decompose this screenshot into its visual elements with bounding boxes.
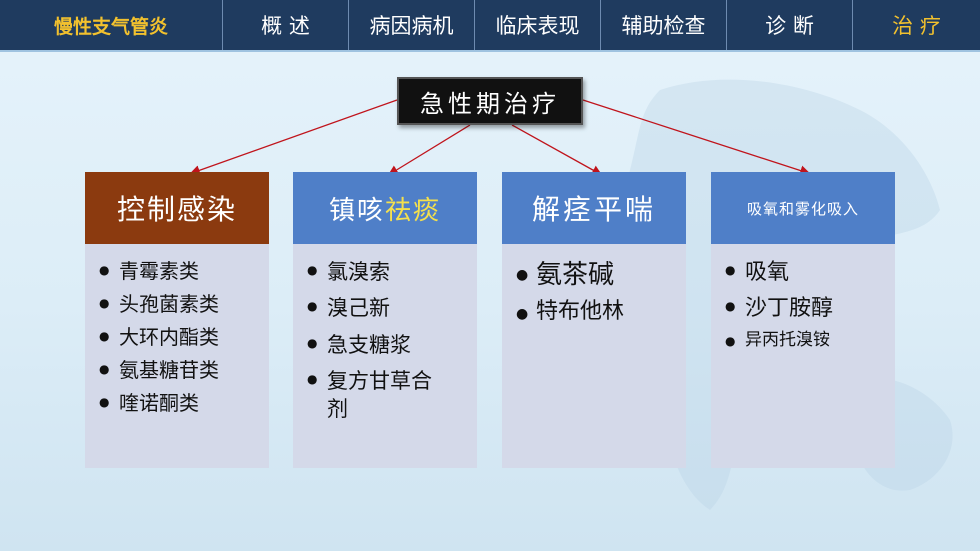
- list-item: 氨基糖苷类: [99, 357, 259, 384]
- list-item: 沙丁胺醇: [725, 294, 885, 324]
- arrow-to-col1: [189, 99, 398, 176]
- list-item: 氨茶碱: [516, 258, 676, 293]
- tab-exams[interactable]: 辅助检查: [600, 0, 726, 50]
- column-body: 氯溴索 溴己新 急支糖浆 复方甘草合剂: [293, 244, 477, 468]
- tab-treatment[interactable]: 治 疗: [852, 0, 980, 50]
- top-navigation: 慢性支气管炎 概 述 病因病机 临床表现 辅助检查 诊 断 治 疗: [0, 0, 980, 50]
- tab-etiology[interactable]: 病因病机: [348, 0, 474, 50]
- list-item: 复方甘草合剂: [307, 367, 437, 424]
- column-oxygen-nebulization: 吸氧和雾化吸入 吸氧 沙丁胺醇 异丙托溴铵: [711, 172, 895, 468]
- column-body: 氨茶碱 特布他林: [502, 244, 686, 468]
- list-item: 氯溴索: [307, 258, 467, 286]
- tab-diagnosis[interactable]: 诊 断: [726, 0, 852, 50]
- brand-title: 慢性支气管炎: [53, 15, 168, 38]
- column-heading: 控制感染: [85, 172, 269, 244]
- column-body: 青霉素类 头孢菌素类 大环内酯类 氨基糖苷类 喹诺酮类: [85, 244, 269, 468]
- list-item: 急支糖浆: [307, 331, 467, 359]
- list-item: 大环内酯类: [99, 324, 259, 351]
- column-body: 吸氧 沙丁胺醇 异丙托溴铵: [711, 244, 895, 468]
- nav-divider: [0, 50, 980, 52]
- heading-part-antitussive: 镇咳: [328, 195, 385, 226]
- arrow-to-col2: [387, 124, 471, 176]
- list-item: 溴己新: [307, 294, 467, 322]
- tab-clinical[interactable]: 临床表现: [474, 0, 600, 50]
- column-heading: 解痉平喘: [502, 172, 686, 244]
- column-bronchodilator: 解痉平喘 氨茶碱 特布他林: [502, 172, 686, 468]
- tab-overview[interactable]: 概 述: [222, 0, 348, 50]
- list-item: 异丙托溴铵: [725, 329, 885, 353]
- column-infection-control: 控制感染 青霉素类 头孢菌素类 大环内酯类 氨基糖苷类 喹诺酮类: [85, 172, 269, 468]
- column-heading: 镇咳祛痰: [293, 172, 477, 244]
- treatment-title: 急性期治疗: [397, 77, 583, 125]
- list-item: 青霉素类: [99, 258, 259, 285]
- column-heading: 吸氧和雾化吸入: [711, 172, 895, 244]
- list-item: 头孢菌素类: [99, 291, 259, 318]
- heading-part-expectorant: 祛痰: [385, 195, 442, 226]
- list-item: 喹诺酮类: [99, 390, 259, 417]
- list-item: 吸氧: [725, 258, 885, 288]
- list-item: 特布他林: [516, 297, 676, 331]
- arrow-to-col3: [511, 124, 603, 176]
